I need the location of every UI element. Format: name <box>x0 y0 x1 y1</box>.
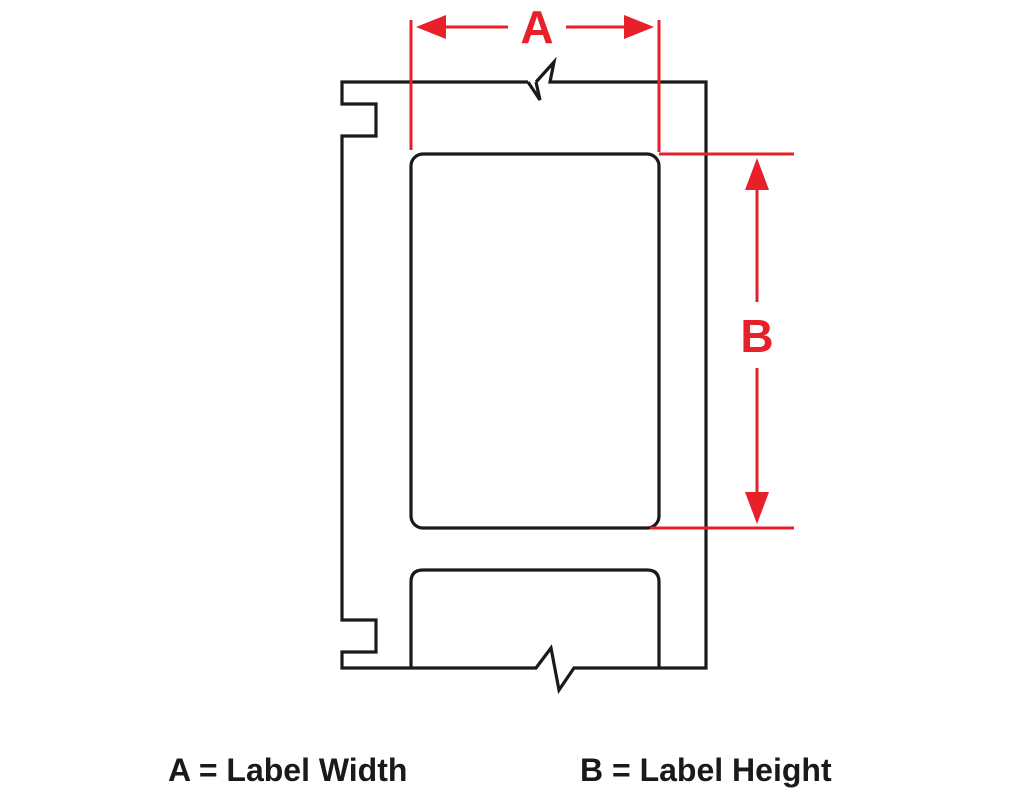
dimension-a-arrowhead-left <box>416 15 446 39</box>
dimension-b-letter: B <box>740 310 773 362</box>
dimension-b-arrowhead-bottom <box>745 492 769 524</box>
label-rectangle <box>409 152 661 530</box>
dimension-a-letter: A <box>520 1 553 53</box>
dimension-a-arrowhead-right <box>624 15 654 39</box>
next-label-partial <box>409 568 661 668</box>
legend-label-width: A = Label Width <box>168 752 408 788</box>
dimension-b-arrowhead-top <box>745 158 769 190</box>
liner-outline <box>340 56 708 695</box>
top-break-mark <box>526 81 542 101</box>
legend-label-height: B = Label Height <box>580 752 832 788</box>
